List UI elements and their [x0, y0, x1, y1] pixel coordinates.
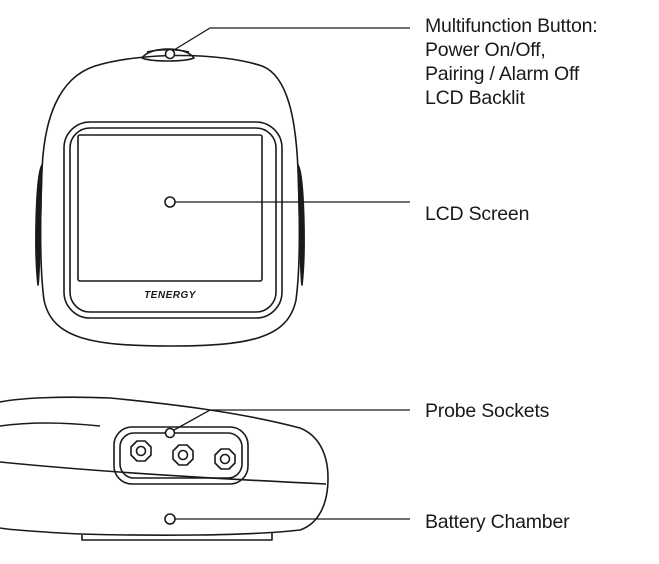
probe-socket-3[interactable]: [214, 448, 236, 470]
lcd-bezel-outer: [63, 121, 283, 319]
side-body-outline: [0, 396, 329, 536]
multifunction-label-line-4: LCD Backlit: [425, 87, 525, 109]
probe-sockets-label: Probe Sockets: [425, 400, 550, 422]
probe-socket-1[interactable]: [130, 440, 152, 462]
front-view: TENERGY: [35, 48, 305, 347]
side-view: [0, 396, 329, 541]
leader-lines: [173, 27, 410, 520]
lcd-screen-label: LCD Screen: [425, 203, 530, 225]
lcd-bezel-inner: [69, 127, 277, 313]
probe-leader: [173, 409, 410, 431]
side-foot: [81, 533, 273, 541]
lcd-screen: [77, 134, 263, 282]
left-side-grip: [35, 164, 43, 286]
multifunction-label-line-2: Power On/Off,: [425, 39, 546, 61]
multifunction-leader: [173, 27, 410, 51]
side-parting-line: [0, 461, 327, 485]
brand-logo: TENERGY: [144, 290, 197, 301]
multifunction-callout-point: [164, 48, 176, 60]
battery-chamber-label: Battery Chamber: [425, 511, 570, 533]
right-side-grip: [297, 164, 305, 286]
multifunction-button-label: Multifunction Button: Power On/Off, Pair…: [425, 14, 598, 110]
probe-callout-point: [164, 427, 176, 439]
lcd-callout-point: [164, 196, 176, 208]
probe-socket-2[interactable]: [172, 444, 194, 466]
multifunction-label-line-3: Pairing / Alarm Off: [425, 63, 580, 85]
probe-socket-panel-outer: [113, 426, 249, 485]
side-top-edge: [0, 422, 101, 427]
probe-socket-panel-inner: [119, 432, 243, 479]
battery-callout-point: [164, 513, 176, 525]
multifunction-label-line-1: Multifunction Button:: [425, 15, 598, 37]
